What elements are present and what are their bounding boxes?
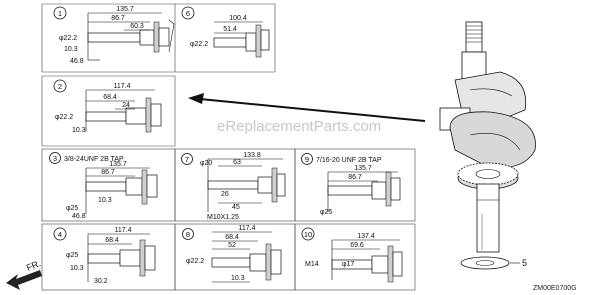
panel-1-dim-e: 10.3	[64, 46, 78, 53]
panel-4: 4 117.4 68.4 φ25 10.3 30.2	[53, 227, 156, 285]
panel-4-dim-d: 10.3	[70, 265, 84, 272]
panel-9-thread-note: 7/16-20 UNF 2B TAP	[316, 157, 382, 164]
panel-3-dim-a: 135.7	[109, 161, 127, 168]
panel-3-thread-note: 3/8-24UNF 2B TAP	[64, 156, 124, 163]
panel-8-dim-a: 117.4	[239, 225, 256, 232]
panel-6-dim-a: 100.4	[229, 15, 247, 22]
panel-8: 8 117.4 68.4 52 φ22.2 10.3	[182, 225, 282, 283]
panel-4-dim-c: φ25	[66, 252, 78, 259]
panel-3-dim-c: 10.3	[98, 197, 112, 204]
washer-part-number: 5	[522, 258, 527, 268]
panel-7-dim-c: φ20	[200, 160, 212, 167]
front-direction-arrow: FR.	[6, 258, 42, 290]
panel-4-number: 4	[58, 230, 62, 239]
panel-1-dim-a: 135.7	[116, 6, 134, 13]
panel-8-number: 8	[186, 230, 190, 239]
panel-2-number: 2	[58, 82, 62, 91]
panel-4-dim-a: 117.4	[115, 227, 132, 234]
panel-4-dim-e: 30.2	[94, 278, 108, 285]
panel-8-dim-e: 10.3	[231, 275, 245, 282]
panel-7-dim-a: 133.8	[243, 152, 261, 159]
panel-7-dim-b: 63	[233, 159, 241, 166]
washer-part: 5	[460, 256, 527, 270]
panel-3-number: 3	[53, 154, 57, 163]
panel-2-dim-b: 68.4	[103, 94, 117, 101]
panel-1-dim-c: 60.3	[130, 23, 144, 30]
panel-10-number: 10	[304, 230, 312, 239]
panel-10-dim-a: 137.4	[357, 233, 375, 240]
panel-2-dim-e: 10.3	[72, 127, 86, 134]
panel-7: 7 133.8 63 φ20 26 45 M10X1.25	[181, 152, 286, 221]
panel-6-dim-b: 51.4	[223, 26, 237, 33]
crankshaft-illustration	[439, 21, 536, 253]
panel-7-number: 7	[185, 155, 189, 164]
panel-10-dim-b: 69.6	[350, 242, 364, 249]
panel-6-number: 6	[186, 9, 190, 18]
panel-1-dim-d: φ22.2	[59, 35, 77, 42]
panel-8-dim-b: 68.4	[225, 234, 239, 241]
panel-3-dim-e: 46.8	[72, 213, 86, 220]
panel-8-dim-c: 52	[228, 242, 236, 249]
panel-3-dim-d: φ25	[66, 205, 78, 212]
panel-9-number: 9	[305, 155, 309, 164]
watermark: eReplacementParts.com	[217, 118, 381, 135]
panel-1-dim-b: 86.7	[111, 15, 125, 22]
panel-9: 9 7/16-20 UNF 2B TAP 135.7 86.7 φ25	[301, 153, 401, 216]
panel-7-dim-e: 45	[232, 204, 240, 211]
panel-7-dim-d: 26	[221, 191, 229, 198]
panel-9-dim-b: 86.7	[348, 174, 362, 181]
panel-2-dim-c: 24	[122, 102, 130, 109]
panel-2: 2 117.4 68.4 24 φ22.2 10.3	[53, 79, 162, 134]
panel-1-dim-f: 46.8	[70, 58, 84, 65]
panel-4-dim-b: 68.4	[105, 237, 119, 244]
panel-9-dim-c: φ25	[320, 209, 332, 216]
panel-10-dim-c: M14	[305, 261, 319, 268]
panel-10-dim-d: φ17	[342, 261, 354, 268]
grid-frame	[41, 3, 416, 291]
panel-2-dim-a: 117.4	[114, 83, 131, 90]
panel-1-number: 1	[58, 9, 62, 18]
panel-3: 3 3/8-24UNF 2B TAP 135.7 86.7 10.3 φ25 4…	[49, 152, 158, 220]
panel-6-dim-c: φ22.2	[190, 41, 208, 48]
drawing-code: ZM00E0700G	[533, 285, 577, 292]
panel-9-dim-a: 135.7	[354, 165, 372, 172]
panel-8-dim-d: φ22.2	[186, 258, 204, 265]
panel-6: 6 100.4 51.4 φ22.2	[181, 6, 270, 58]
panel-1: 1 135.7 86.7 60.3 φ22.2 10.3 46.8	[53, 6, 175, 65]
callout-arrow	[188, 93, 426, 122]
panel-2-dim-d: φ22.2	[55, 114, 73, 121]
panel-7-dim-f: M10X1.25	[207, 214, 239, 221]
panel-3-dim-b: 86.7	[101, 169, 115, 176]
panel-10: 10 137.4 69.6 M14 φ17	[301, 227, 403, 283]
